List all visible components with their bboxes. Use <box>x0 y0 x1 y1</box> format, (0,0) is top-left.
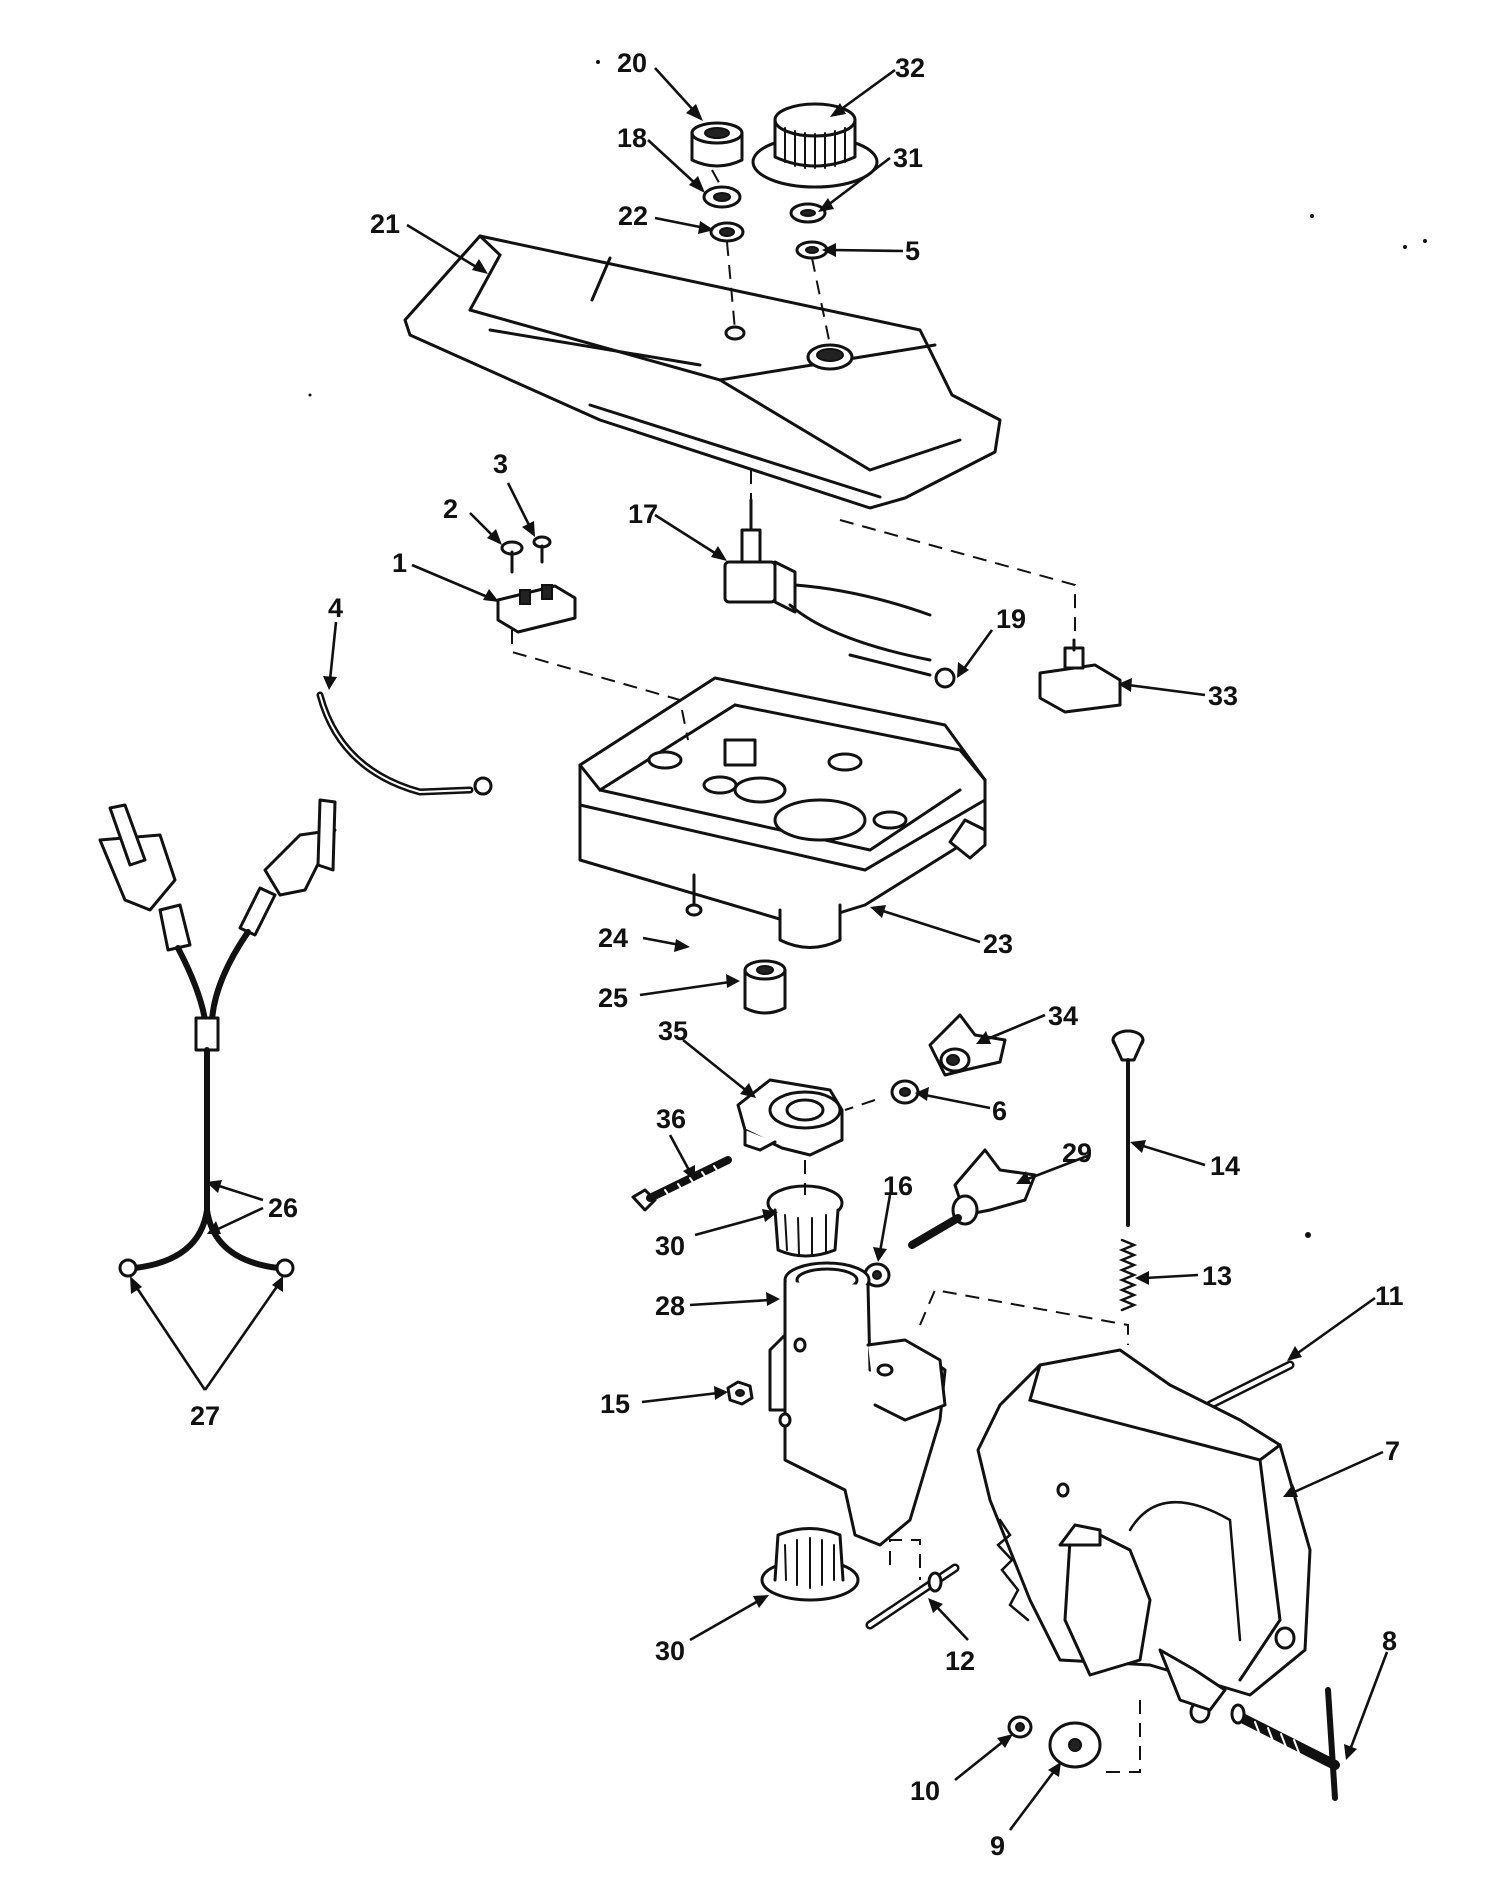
callout-4: 4 <box>328 593 343 623</box>
part-10-nut <box>1007 1715 1033 1739</box>
part-7-clamp-bracket <box>976 1348 1312 1724</box>
callout-29: 29 <box>1062 1138 1092 1168</box>
part-6-washer <box>890 1079 920 1105</box>
callout-31: 31 <box>893 143 923 173</box>
part-11-pin <box>1205 1360 1295 1410</box>
callout-16: 16 <box>883 1171 913 1201</box>
callout-13: 13 <box>1202 1261 1232 1291</box>
part-24-screw <box>685 873 703 917</box>
callout-6: 6 <box>992 1096 1007 1126</box>
callout-2: 2 <box>443 494 458 524</box>
part-21-pedal-housing <box>403 234 1002 510</box>
part-26-battery-cable <box>98 798 337 1278</box>
part-13-spring <box>1118 1238 1138 1312</box>
part-9-pad <box>1048 1721 1102 1769</box>
callout-3: 3 <box>493 449 508 479</box>
part-29-wing-screw <box>908 1148 1037 1249</box>
part-22-nut <box>709 221 745 243</box>
callout-34: 34 <box>1048 1001 1078 1031</box>
part-12-pivot-pin <box>865 1563 960 1630</box>
part-2-screw <box>500 540 524 574</box>
callout-15: 15 <box>600 1389 630 1419</box>
callout-18: 18 <box>617 123 647 153</box>
part-33-toggle-switch <box>1038 638 1122 714</box>
part-31-washer <box>789 202 827 224</box>
callout-1: 1 <box>392 548 407 578</box>
callout-30-lower: 30 <box>655 1636 685 1666</box>
part-36-bolt <box>631 1156 732 1212</box>
callout-21: 21 <box>370 209 400 239</box>
callout-12: 12 <box>945 1646 975 1676</box>
callout-35: 35 <box>658 1016 688 1046</box>
callout-5: 5 <box>905 236 920 266</box>
part-19-ring-terminal <box>848 653 956 689</box>
callout-23: 23 <box>983 929 1013 959</box>
callout-7: 7 <box>1385 1436 1400 1466</box>
callout-9: 9 <box>990 1831 1005 1861</box>
part-1-terminal-block <box>496 584 577 634</box>
part-23-control-box <box>578 676 987 949</box>
callout-27: 27 <box>190 1401 220 1431</box>
callout-22: 22 <box>618 201 648 231</box>
part-17-toggle-switch <box>723 498 932 662</box>
part-8-clamp-screw <box>1230 1687 1340 1801</box>
callout-25: 25 <box>598 983 628 1013</box>
callout-36: 36 <box>656 1104 686 1134</box>
assembly-guide-lines <box>511 169 1141 1773</box>
part-35-clamp-collar <box>736 1078 844 1157</box>
callout-33: 33 <box>1208 681 1238 711</box>
part-30-lower-bushing <box>760 1527 860 1602</box>
callout-20: 20 <box>617 48 647 78</box>
scan-specks <box>308 60 1427 1238</box>
part-18-washer <box>702 185 742 209</box>
callout-labels: 20 32 18 31 22 5 21 3 2 1 17 4 19 33 24 … <box>190 48 1404 1861</box>
part-32-knob <box>751 102 879 189</box>
part-14-rod <box>1111 1029 1145 1227</box>
callout-8: 8 <box>1382 1626 1397 1656</box>
callout-leaders <box>130 67 1389 1831</box>
callout-10: 10 <box>910 1776 940 1806</box>
callout-32: 32 <box>895 53 925 83</box>
part-25-bushing <box>743 959 787 1015</box>
callout-30-upper: 30 <box>655 1231 685 1261</box>
callout-17: 17 <box>628 499 658 529</box>
callout-11: 11 <box>1375 1281 1404 1311</box>
part-3-screw <box>532 535 552 564</box>
callout-26: 26 <box>268 1193 298 1223</box>
part-20-bushing <box>690 121 744 168</box>
callout-19: 19 <box>996 604 1026 634</box>
callout-14: 14 <box>1210 1151 1240 1181</box>
part-28-swivel-bracket <box>768 1261 947 1547</box>
part-15-nut <box>726 1380 754 1406</box>
callout-24: 24 <box>598 923 628 953</box>
part-30-upper-bushing <box>766 1184 844 1258</box>
part-4-wire-lead <box>316 691 493 796</box>
part-34-wing-nut <box>928 1013 1007 1077</box>
callout-28: 28 <box>655 1291 685 1321</box>
